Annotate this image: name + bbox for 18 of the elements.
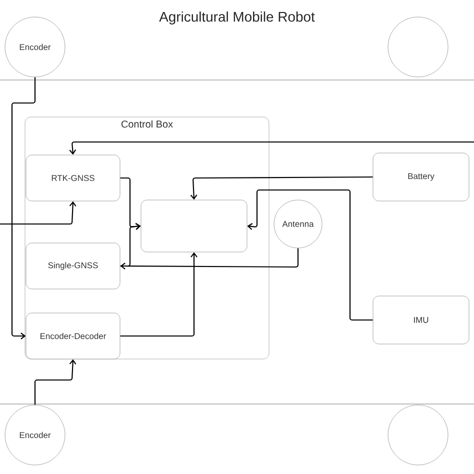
arrow (0, 201, 76, 225)
arrow (120, 223, 141, 267)
component-box: Single-GNSS (26, 242, 120, 290)
arrow (190, 176, 373, 200)
component-box (140, 200, 248, 252)
title: Agricultural Mobile Robot (159, 12, 315, 24)
arrow (34, 359, 76, 405)
wheel-circle (388, 404, 448, 466)
component-box: RTK-GNSS (26, 154, 120, 202)
wheel-circle (388, 16, 448, 78)
arrow (120, 252, 198, 337)
component-box: Encoder-Decoder (26, 312, 120, 360)
arrow (11, 77, 36, 340)
arrow (120, 248, 299, 270)
component-box: IMU (372, 296, 470, 344)
arrow (69, 141, 474, 155)
arrow (247, 189, 373, 321)
component-box: Battery (372, 152, 470, 202)
